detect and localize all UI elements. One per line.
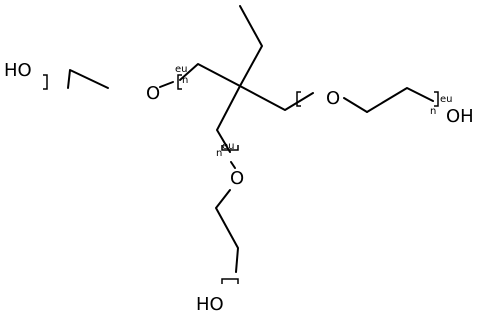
repeat-count-bottom: n [216, 148, 222, 159]
ether-oxygen-right: O [326, 88, 340, 109]
ether-oxygen-bottom: O [230, 168, 244, 189]
hydroxyl-label-left: HO [4, 60, 32, 81]
hydroxyl-label-bottom: HO [196, 294, 224, 315]
repeat-count-right: n [430, 106, 436, 117]
repeat-tag-bottom: eu [222, 141, 235, 152]
repeat-tag-left: eu [175, 64, 188, 75]
bond-skeleton [67, 5, 434, 273]
repeat-count-left: n [182, 75, 188, 86]
repeat-brackets [43, 74, 439, 284]
repeat-tag-right: eu [440, 94, 453, 105]
ether-oxygen-left: O [146, 83, 160, 104]
hydroxyl-label-right: OH [446, 106, 474, 127]
